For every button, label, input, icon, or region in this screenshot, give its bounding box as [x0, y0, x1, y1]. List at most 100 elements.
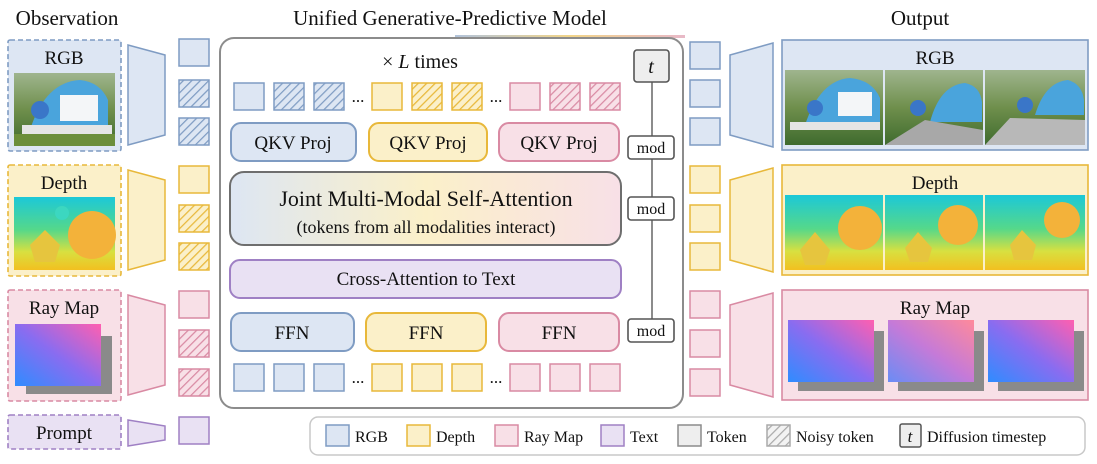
ffn-rgb — [230, 312, 355, 352]
observation-prompt-label: Prompt — [36, 423, 93, 444]
observation-rgb-tokens — [178, 38, 210, 146]
observation-raymap: Ray Map — [7, 289, 122, 402]
noisy-token — [451, 82, 483, 111]
timestep-box-icon — [633, 49, 670, 83]
token — [233, 82, 265, 111]
raymap-encoder-icon — [127, 294, 166, 396]
depth-decoder-icon — [729, 167, 774, 273]
output-depth-frame — [785, 195, 883, 270]
observation-depth: Depth — [7, 164, 122, 277]
qkv-proj-depth-label: QKV Proj — [389, 133, 466, 154]
output-raymap-image — [888, 320, 974, 382]
output-rgb-label: RGB — [915, 48, 954, 69]
joint-attention-block — [229, 171, 622, 246]
observation-depth-tokens — [178, 165, 210, 271]
qkv-proj-raymap — [498, 122, 620, 162]
cross-attention-block — [229, 259, 622, 299]
token — [371, 82, 403, 111]
ffn-depth-label: FFN — [409, 323, 444, 344]
observation-rgb-photo — [14, 73, 115, 146]
rgb-encoder-icon — [127, 44, 166, 146]
observation-raymap-image — [15, 324, 101, 386]
token — [689, 329, 721, 358]
ffn-raymap-label: FFN — [542, 323, 577, 344]
token — [689, 242, 721, 271]
token — [689, 165, 721, 194]
noisy-token — [411, 82, 443, 111]
token — [371, 363, 403, 392]
token — [589, 363, 621, 392]
qkv-proj-rgb-label: QKV Proj — [254, 133, 331, 154]
legend-text-swatch — [600, 424, 625, 447]
output-depth-frame — [985, 195, 1085, 270]
model-input-tokens: ... ... — [233, 82, 621, 111]
joint-attention-title: Joint Multi-Modal Self-Attention — [279, 186, 572, 211]
observation-depth-map — [14, 197, 116, 270]
model-output-tokens: ... ... — [233, 363, 621, 392]
noisy-token — [178, 329, 210, 358]
model-title: Unified Generative-Predictive Model — [293, 6, 607, 30]
prompt-encoder-icon — [127, 419, 166, 447]
token — [509, 363, 541, 392]
observation-depth-label: Depth — [41, 173, 88, 194]
noisy-token — [589, 82, 621, 111]
output-raymap-panel: Ray Map — [781, 289, 1089, 401]
legend-timestep-symbol: t — [908, 427, 914, 446]
output-depth-label: Depth — [912, 173, 959, 194]
legend-noisy-token-swatch — [766, 424, 791, 447]
token — [509, 82, 541, 111]
joint-attention-subtitle: (tokens from all modalities interact) — [297, 217, 556, 238]
mod-label-2: mod — [637, 201, 665, 218]
times-label: × L times — [382, 51, 458, 73]
output-rgb-frame — [785, 70, 883, 145]
ellipsis: ... — [352, 87, 365, 106]
legend-text-label: Text — [630, 429, 659, 446]
token — [313, 363, 345, 392]
output-rgb-frame — [985, 70, 1085, 145]
noisy-token — [178, 117, 210, 146]
output-raymap-image — [988, 320, 1074, 382]
output-raymap-label: Ray Map — [900, 298, 970, 319]
token — [689, 204, 721, 233]
token — [689, 290, 721, 319]
legend-raymap-swatch — [494, 424, 519, 447]
output-depth-panel: Depth — [781, 164, 1089, 276]
legend-raymap-label: Ray Map — [524, 429, 583, 446]
legend-timestep-icon — [899, 423, 922, 448]
observation-raymap-label: Ray Map — [29, 298, 99, 319]
token — [178, 165, 210, 194]
observation-rgb: RGB — [7, 39, 122, 152]
legend-token-label: Token — [707, 429, 747, 446]
ffn-depth — [365, 312, 487, 352]
legend-depth-swatch — [406, 424, 431, 447]
observation-prompt-token — [178, 416, 210, 445]
legend: RGB Depth Ray Map Text Token Noisy token… — [309, 416, 1086, 456]
observation-title: Observation — [16, 6, 119, 30]
qkv-proj-raymap-label: QKV Proj — [520, 133, 597, 154]
mod-box-2 — [627, 196, 675, 221]
ffn-rgb-label: FFN — [275, 323, 310, 344]
legend-rgb-swatch — [325, 424, 350, 447]
mod-label-3: mod — [637, 323, 665, 340]
token — [273, 363, 305, 392]
mod-box-1 — [627, 135, 675, 160]
noisy-token — [549, 82, 581, 111]
token — [689, 368, 721, 397]
noisy-token — [178, 79, 210, 108]
legend-timestep-label: Diffusion timestep — [927, 429, 1046, 446]
mod-label-1: mod — [637, 140, 665, 157]
token — [233, 363, 265, 392]
ellipsis: ... — [352, 368, 365, 387]
observation-rgb-label: RGB — [44, 48, 83, 69]
rgb-decoder-icon — [729, 42, 774, 148]
observation-raymap-tokens — [178, 290, 210, 397]
mod-box-3 — [627, 318, 675, 343]
ffn-raymap — [498, 312, 620, 352]
legend-noisy-token-label: Noisy token — [796, 429, 874, 446]
token — [451, 363, 483, 392]
output-rgb-frame — [885, 70, 983, 145]
output-raymap-tokens — [689, 290, 721, 397]
token — [689, 79, 721, 108]
output-rgb-tokens — [689, 41, 721, 146]
